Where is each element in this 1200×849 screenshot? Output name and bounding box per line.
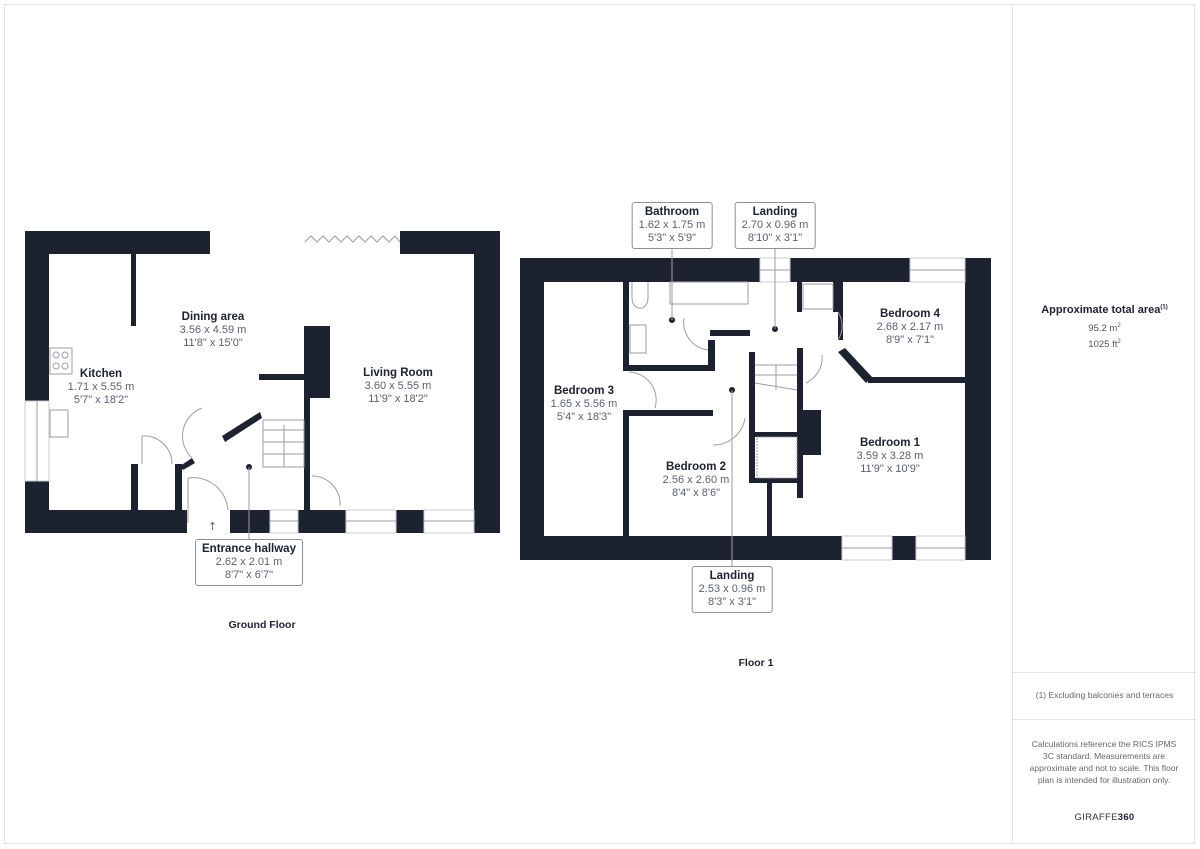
- room-metric: 3.60 x 5.55 m: [364, 380, 432, 392]
- room-imperial: 8'9" x 7'1": [885, 334, 935, 346]
- room-name: Bedroom 1: [859, 437, 921, 449]
- floor-title-ground: Ground Floor: [228, 619, 296, 631]
- room-name: Landing: [752, 206, 798, 218]
- room-label-kitchen: Kitchen 1.71 x 5.55 m 5'7" x 18'2": [68, 368, 135, 407]
- first-floor-walls: [520, 258, 991, 560]
- room-name: Dining area: [181, 311, 245, 323]
- room-label-landing-upper: Landing 2.70 x 0.96 m 8'10" x 3'1": [734, 202, 816, 249]
- room-metric: 3.56 x 4.59 m: [179, 324, 247, 336]
- room-imperial: 8'4" x 8'6": [671, 487, 721, 499]
- room-label-entrance-hallway: Entrance hallway 2.62 x 2.01 m 8'7" x 6'…: [195, 539, 303, 586]
- room-name: Bedroom 4: [879, 308, 941, 320]
- room-label-bedroom-4: Bedroom 4 2.68 x 2.17 m 8'9" x 7'1": [877, 308, 944, 347]
- room-imperial: 5'7" x 18'2": [73, 394, 129, 406]
- room-name: Kitchen: [79, 368, 123, 380]
- room-label-bathroom: Bathroom 1.62 x 1.75 m 5'3" x 5'9": [631, 202, 713, 249]
- room-metric: 2.62 x 2.01 m: [215, 556, 283, 568]
- divider: [1013, 672, 1196, 673]
- room-imperial: 11'9" x 10'9": [860, 463, 920, 475]
- divider: [1013, 719, 1196, 720]
- page-frame: [4, 4, 1195, 844]
- room-name: Bedroom 2: [665, 461, 727, 473]
- room-imperial: 11'9" x 18'2": [368, 393, 428, 405]
- room-imperial: 8'7" x 6'7": [224, 569, 274, 581]
- ground-floor-markers: ↑: [208, 464, 252, 541]
- room-imperial: 11'8" x 15'0": [183, 337, 243, 349]
- room-label-bedroom-1: Bedroom 1 3.59 x 3.28 m 11'9" x 10'9": [857, 437, 924, 476]
- room-imperial: 8'10" x 3'1": [747, 232, 803, 244]
- room-imperial: 8'3" x 3'1": [707, 596, 757, 608]
- room-label-landing-lower: Landing 2.53 x 0.96 m 8'3" x 3'1": [691, 566, 773, 613]
- room-name: Entrance hallway: [202, 543, 296, 555]
- room-imperial: 5'3" x 5'9": [647, 232, 697, 244]
- floor-plan-drawing: ↑: [24, 231, 991, 566]
- room-metric: 3.59 x 3.28 m: [856, 450, 924, 462]
- room-label-dining-area: Dining area 3.56 x 4.59 m 11'8" x 15'0": [180, 311, 247, 350]
- ground-floor-fixtures: [24, 235, 475, 534]
- room-label-bedroom-3: Bedroom 3 1.65 x 5.56 m 5'4" x 18'3": [551, 385, 618, 424]
- room-name: Living Room: [363, 367, 433, 379]
- floor-title-first: Floor 1: [738, 657, 774, 669]
- ground-floor-walls: [25, 231, 500, 533]
- room-metric: 1.65 x 5.56 m: [550, 398, 618, 410]
- room-name: Bedroom 3: [553, 385, 615, 397]
- area-footnote: (1) Excluding balconies and terraces: [1035, 690, 1174, 700]
- room-metric: 2.70 x 0.96 m: [741, 219, 809, 231]
- room-label-bedroom-2: Bedroom 2 2.56 x 2.60 m 8'4" x 8'6": [663, 461, 730, 500]
- room-metric: 2.53 x 0.96 m: [698, 583, 766, 595]
- room-name: Landing: [709, 570, 755, 582]
- svg-text:↑: ↑: [208, 520, 217, 533]
- total-area-block: Approximate total area(1) 95.2 m2 1025 f…: [1013, 304, 1196, 350]
- room-imperial: 5'4" x 18'3": [556, 411, 612, 423]
- room-metric: 1.71 x 5.55 m: [67, 381, 135, 393]
- room-metric: 2.68 x 2.17 m: [876, 321, 944, 333]
- total-area-imperial: 1025 ft2: [1088, 339, 1121, 351]
- room-label-living-room: Living Room 3.60 x 5.55 m 11'9" x 18'2": [363, 367, 433, 406]
- room-metric: 1.62 x 1.75 m: [638, 219, 706, 231]
- first-floor-markers: [669, 248, 778, 566]
- room-name: Bathroom: [644, 206, 700, 218]
- info-sidebar: Approximate total area(1) 95.2 m2 1025 f…: [1012, 4, 1196, 844]
- total-area-metric: 95.2 m2: [1088, 323, 1121, 335]
- disclaimer-text: Calculations reference the RICS IPMS 3C …: [1029, 739, 1179, 785]
- footnote-mark: (1): [1160, 304, 1168, 311]
- total-area-title: Approximate total area(1): [1041, 304, 1168, 316]
- first-floor-fixtures: [628, 257, 966, 561]
- brand-logo: GIRAFFE360: [1074, 812, 1135, 823]
- room-metric: 2.56 x 2.60 m: [662, 474, 730, 486]
